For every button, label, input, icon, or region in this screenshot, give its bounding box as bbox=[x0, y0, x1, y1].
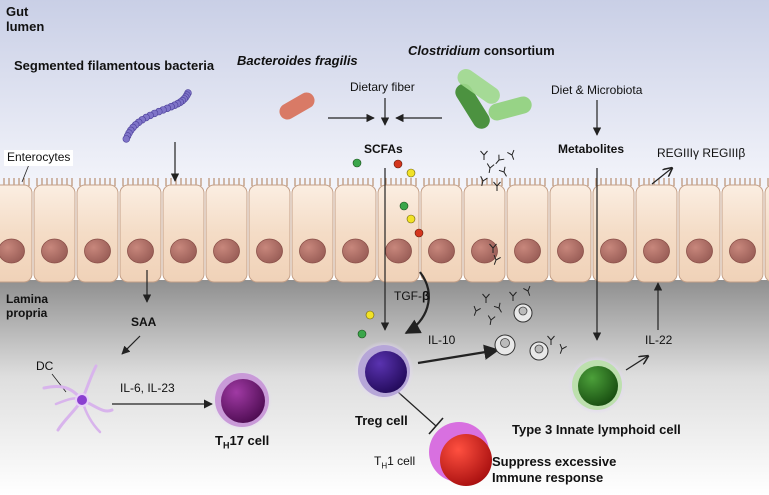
tgf-beta-label: TGF-β bbox=[394, 289, 430, 303]
enterocyte-cell bbox=[420, 178, 463, 283]
metabolites-label: Metabolites bbox=[558, 142, 625, 156]
enterocytes-label: Enterocytes bbox=[4, 150, 74, 166]
enterocyte-cell bbox=[76, 178, 119, 283]
enterocyte-cell bbox=[119, 178, 162, 283]
enterocyte-cell bbox=[678, 178, 721, 283]
enterocyte-cell bbox=[764, 178, 769, 282]
enterocyte-cell bbox=[721, 178, 764, 283]
saa-label: SAA bbox=[131, 315, 157, 329]
suppress-label-line2: Immune response bbox=[492, 470, 604, 485]
th1-cell-label: TH1 cell bbox=[374, 454, 416, 471]
arrows bbox=[21, 98, 672, 435]
enterocyte-cell bbox=[248, 178, 291, 283]
reg3-label: REGIIIγ REGIIIβ bbox=[657, 146, 746, 160]
il22-label: IL-22 bbox=[645, 333, 673, 347]
enterocyte-cell bbox=[463, 178, 506, 283]
clostridium-icon bbox=[455, 69, 532, 129]
enterocyte-cell bbox=[377, 178, 420, 283]
lamina-propria-label: Lamina propria bbox=[6, 292, 49, 320]
th17-cell-label: TH17 cell bbox=[215, 433, 270, 451]
enterocyte-cell bbox=[635, 178, 678, 283]
th17-cell-icon bbox=[212, 370, 272, 430]
enterocyte-cell bbox=[162, 178, 205, 283]
ilc3-cell-icon bbox=[568, 356, 626, 414]
segmented-filamentous-bacteria-icon bbox=[122, 89, 192, 143]
bacteroides-fragilis-icon bbox=[279, 92, 315, 120]
enterocyte-cell bbox=[0, 178, 33, 283]
enterocyte-cell bbox=[334, 178, 377, 283]
clostridium-label: Clostridium consortium bbox=[408, 43, 555, 59]
scfas-label: SCFAs bbox=[364, 142, 403, 156]
il10-label: IL-10 bbox=[428, 333, 456, 347]
ilc3-label: Type 3 Innate lymphoid cell bbox=[512, 422, 681, 437]
clostridium-genus: Clostridium bbox=[408, 43, 481, 58]
scfa-particles bbox=[352, 158, 424, 339]
il6-il23-label: IL-6, IL-23 bbox=[120, 381, 175, 395]
enterocyte-cell bbox=[291, 178, 334, 283]
th1-cell-icon bbox=[429, 422, 492, 486]
treg-cell-icon bbox=[354, 341, 414, 401]
gut-lumen-label: Gut lumen bbox=[6, 4, 45, 34]
suppress-label-line1: Suppress excessive bbox=[492, 454, 617, 469]
clostridium-consortium: consortium bbox=[480, 43, 555, 58]
treg-cell-label: Treg cell bbox=[355, 413, 408, 428]
enterocyte-cell bbox=[205, 178, 248, 283]
dc-label: DC bbox=[36, 359, 54, 373]
dietary-fiber-label: Dietary fiber bbox=[350, 80, 415, 94]
sfb-label: Segmented filamentous bacteria bbox=[14, 58, 215, 73]
bacteroides-fragilis-label: Bacteroides fragilis bbox=[237, 53, 358, 68]
antibody-icons bbox=[473, 149, 567, 354]
dendritic-cell-icon bbox=[42, 364, 114, 434]
diet-microbiota-label: Diet & Microbiota bbox=[551, 83, 643, 97]
gut-lumen-region bbox=[0, 0, 769, 190]
enterocyte-layer bbox=[0, 178, 769, 283]
enterocyte-cell bbox=[33, 178, 76, 283]
enterocyte-cell bbox=[506, 178, 549, 283]
enterocyte-cell bbox=[592, 178, 635, 283]
plasma-cells bbox=[494, 303, 549, 361]
enterocyte-cell bbox=[549, 178, 592, 283]
